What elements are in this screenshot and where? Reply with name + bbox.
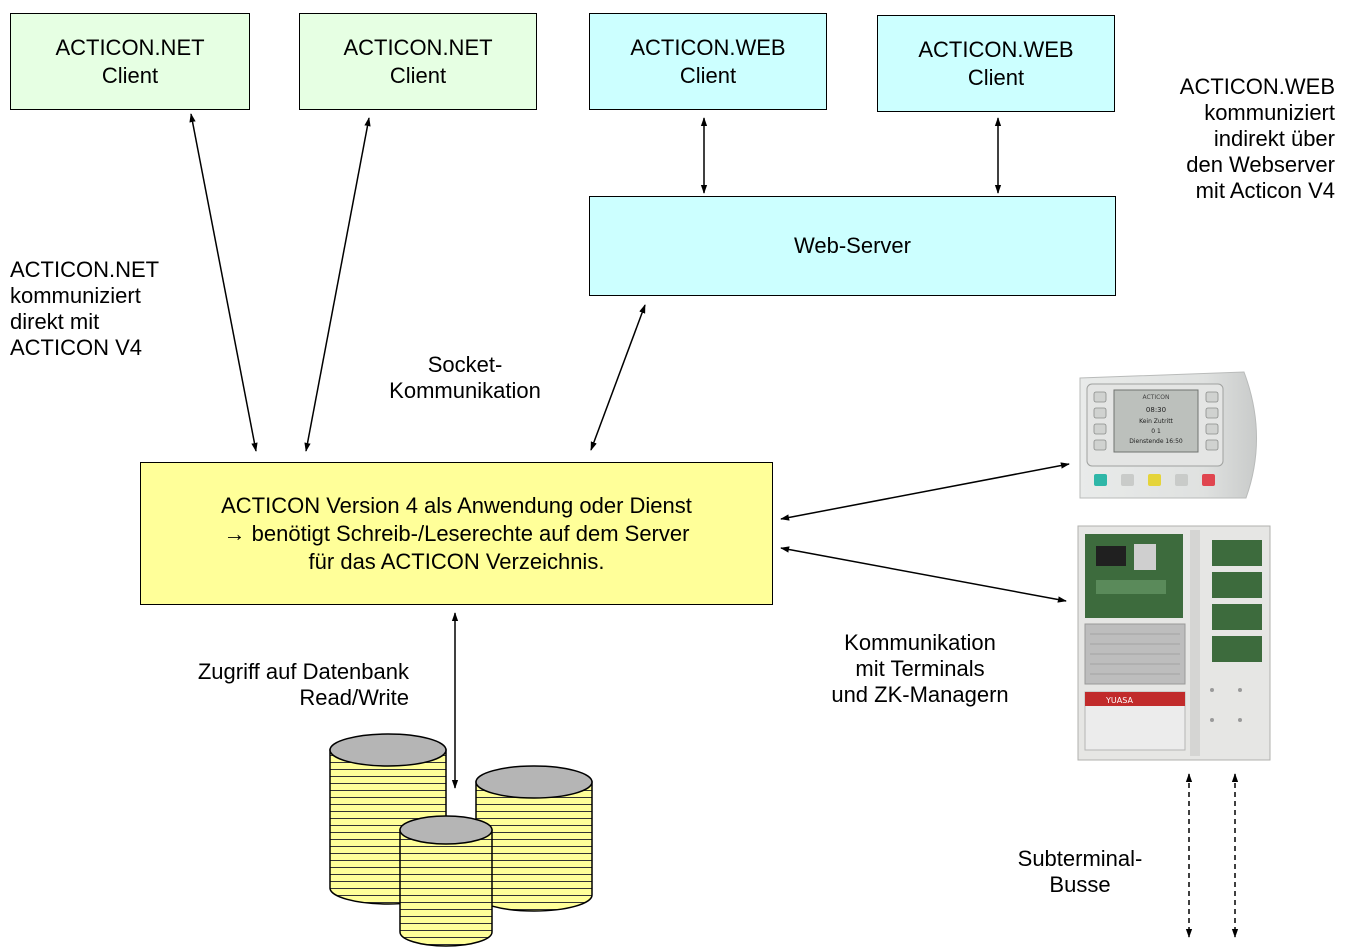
subterminal-label: Subterminal- Busse [1000, 846, 1160, 898]
terminal-screen-line: 0 1 [1151, 428, 1161, 435]
client-title: ACTICON.NET [55, 34, 205, 60]
net-note-line: kommuniziert [10, 283, 141, 308]
client-subtitle: Client [101, 62, 159, 88]
terminal-comm-label: Kommunikation mit Terminals und ZK-Manag… [805, 630, 1035, 708]
db-access-line: Read/Write [299, 685, 409, 710]
battery-brand: YUASA [1105, 696, 1133, 705]
net-note: ACTICON.NET kommuniziert direkt mit ACTI… [10, 257, 159, 361]
web-server-label: Web-Server [794, 233, 911, 258]
client-subtitle: Client [967, 64, 1025, 90]
acticon-web-client-1: ACTICON.WEB Client [589, 13, 827, 110]
arrow-core-terminal [780, 462, 1070, 521]
arrow-net1-core [189, 113, 258, 452]
client-subtitle: Client [389, 62, 447, 88]
web-note-line: den Webserver [1186, 152, 1335, 177]
terminal-header: ACTICON [1142, 394, 1169, 401]
acticon-v4-core-box: ACTICON Version 4 als Anwendung oder Die… [140, 462, 773, 605]
db-access-line: Zugriff auf Datenbank [197, 659, 409, 684]
socket-label-line: Socket- [427, 352, 503, 377]
web-note-line: ACTICON.WEB [1179, 74, 1335, 99]
arrow-net2-core [304, 117, 371, 452]
net-note-line: ACTICON.NET [10, 257, 160, 282]
db-access-label: Zugriff auf Datenbank Read/Write [140, 659, 409, 711]
terminal-comm-line: Kommunikation [844, 630, 996, 655]
terminal-screen-line: Kein Zutritt [1139, 418, 1173, 425]
core-line-1: ACTICON Version 4 als Anwendung oder Die… [221, 492, 692, 518]
terminal-comm-line: und ZK-Managern [831, 682, 1009, 707]
client-title: ACTICON.WEB [630, 34, 786, 60]
terminal-device-image: ACTICON 08:30 Kein Zutritt 0 1 Dienstend… [1079, 371, 1257, 499]
core-line-2: → benötigt Schreib-/Leserechte auf dem S… [223, 520, 690, 546]
socket-label: Socket- Kommunikation [372, 352, 558, 404]
database-cylinder [399, 815, 493, 947]
socket-label-line: Kommunikation [389, 378, 541, 403]
terminal-comm-line: mit Terminals [855, 656, 985, 681]
client-title: ACTICON.WEB [918, 36, 1074, 62]
web-note-line: indirekt über [1213, 126, 1335, 151]
net-note-line: ACTICON V4 [10, 335, 143, 360]
database-cylinder [475, 765, 593, 912]
web-server-box: Web-Server [589, 196, 1116, 296]
arrow-server-core [590, 304, 646, 451]
web-note: ACTICON.WEB kommuniziert indirekt über d… [1180, 74, 1335, 204]
web-note-line: kommuniziert [1204, 100, 1335, 125]
core-line-3: für das ACTICON Verzeichnis. [308, 548, 605, 574]
acticon-net-client-1: ACTICON.NET Client [10, 13, 250, 110]
acticon-net-client-2: ACTICON.NET Client [299, 13, 537, 110]
subterminal-line: Busse [1049, 872, 1111, 897]
arrow-core-controller [780, 546, 1067, 603]
client-subtitle: Client [679, 62, 737, 88]
client-title: ACTICON.NET [343, 34, 493, 60]
web-note-line: mit Acticon V4 [1195, 178, 1335, 203]
terminal-screen-line: Dienstende 16:50 [1129, 438, 1183, 445]
net-note-line: direkt mit [10, 309, 100, 334]
subterminal-line: Subterminal- [1017, 846, 1143, 871]
acticon-web-client-2: ACTICON.WEB Client [877, 15, 1115, 112]
terminal-screen-line: 08:30 [1146, 406, 1166, 414]
controller-device-image: YUASA [1077, 525, 1271, 761]
